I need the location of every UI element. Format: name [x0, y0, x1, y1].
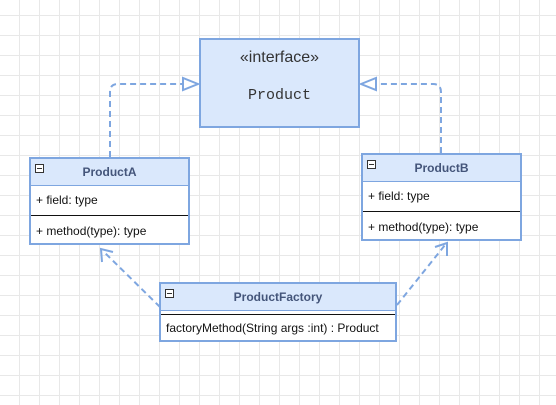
class-productfactory-divider [161, 314, 395, 315]
class-producta-method[interactable]: + method(type): type [36, 224, 147, 238]
interface-name: Product [247, 87, 311, 104]
class-producta-header[interactable]: ProductA [31, 159, 188, 186]
class-productb-header[interactable]: ProductB [363, 155, 520, 182]
class-producta[interactable]: ProductA + field: type + method(type): t… [29, 157, 190, 245]
class-productb[interactable]: ProductB + field: type + method(type): t… [361, 153, 522, 241]
open-arrowhead-productb [434, 241, 448, 256]
realization-edge-producta [109, 83, 183, 157]
open-arrowhead-producta [99, 247, 114, 263]
class-producta-field[interactable]: + field: type [36, 193, 98, 207]
interface-stereotype: «interface» [239, 49, 320, 66]
hollow-arrowhead-productb [358, 76, 377, 92]
dependency-edge-producta [102, 250, 161, 308]
class-producta-name: ProductA [82, 165, 137, 179]
interface-product[interactable]: «interface» Product [199, 38, 360, 128]
collapse-icon[interactable] [367, 160, 376, 169]
class-productb-field[interactable]: + field: type [368, 189, 430, 203]
collapse-icon[interactable] [165, 289, 174, 298]
dependency-edge-productb [396, 244, 446, 306]
class-productfactory-name: ProductFactory [233, 290, 323, 304]
class-producta-divider [31, 215, 188, 216]
class-productb-method[interactable]: + method(type): type [368, 220, 479, 234]
class-productfactory-method[interactable]: factoryMethod(String args :int) : Produc… [166, 321, 379, 335]
class-productb-name: ProductB [414, 161, 469, 175]
hollow-arrowhead-producta [182, 76, 201, 92]
class-productfactory[interactable]: ProductFactory factoryMethod(String args… [159, 282, 397, 342]
class-productfactory-header[interactable]: ProductFactory [161, 284, 395, 311]
collapse-icon[interactable] [35, 164, 44, 173]
class-productb-divider [363, 211, 520, 212]
realization-edge-productb [376, 83, 442, 153]
